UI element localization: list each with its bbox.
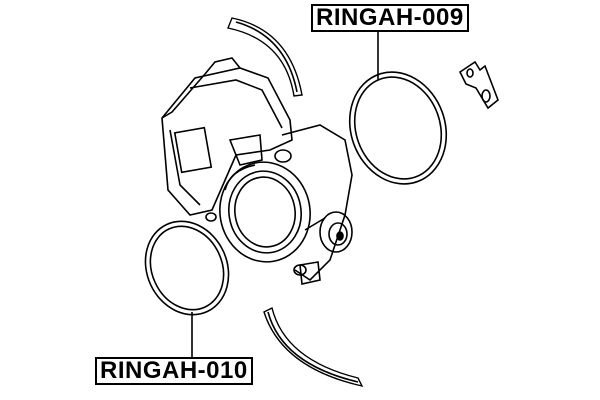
o-ring-upper bbox=[348, 71, 448, 185]
part-label-ringah-010: RINGAH-010 bbox=[95, 357, 253, 385]
part-label-ringah-009: RINGAH-009 bbox=[311, 4, 469, 32]
mounting-bracket bbox=[458, 60, 499, 110]
throttle-body bbox=[161, 57, 353, 285]
o-ring-lower bbox=[144, 220, 230, 316]
half-seal-upper bbox=[227, 17, 303, 97]
half-seal-lower bbox=[263, 306, 364, 388]
